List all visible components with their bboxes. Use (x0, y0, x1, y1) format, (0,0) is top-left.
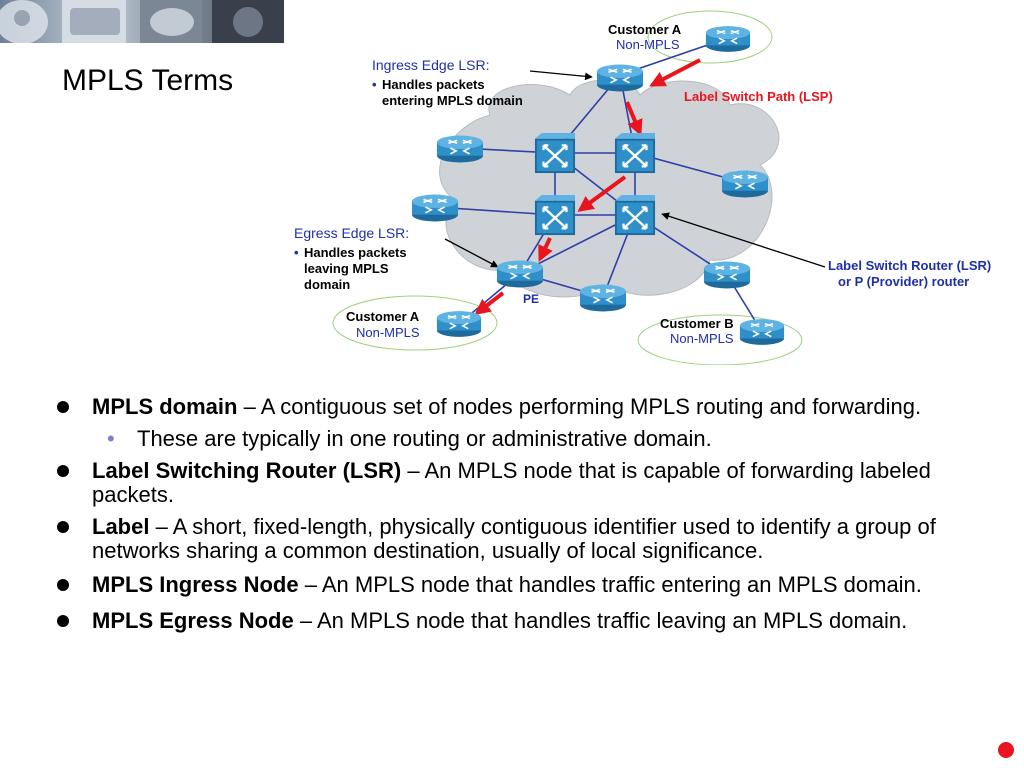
egress-label-line3: domain (304, 277, 350, 292)
list-item: MPLS domain – A contiguous set of nodes … (55, 395, 975, 419)
ingress-label-line2: entering MPLS domain (382, 93, 523, 108)
edge-router-icon (721, 169, 769, 199)
lsr-switch-icon (534, 132, 576, 174)
customer-a-top-router-icon (705, 25, 751, 53)
definition-ingress-node: – An MPLS node that handles traffic ente… (298, 572, 922, 597)
sub-bullet-icon: • (107, 426, 115, 451)
customer-a-bottom-name: Customer A (346, 309, 420, 324)
ingress-bullet-icon: • (372, 77, 377, 92)
term-lsr: Label Switching Router (LSR) (92, 458, 402, 483)
sub-bullet-text: These are typically in one routing or ad… (137, 426, 712, 451)
customer-a-bottom-router-icon (436, 310, 482, 338)
slide-title: MPLS Terms (62, 64, 234, 97)
lsp-label: Label Switch Path (LSP) (684, 89, 833, 104)
ingress-label-line1: Handles packets (382, 77, 485, 92)
egress-bullet-icon: • (294, 245, 299, 260)
ingress-edge-router-icon (596, 63, 644, 93)
customer-b-name: Customer B (660, 316, 734, 331)
ingress-label-title: Ingress Edge LSR: (372, 57, 490, 73)
lsr-label-line1: Label Switch Router (LSR) (828, 258, 991, 273)
edge-router-icon (703, 260, 751, 290)
definition-egress-node: – An MPLS node that handles traffic leav… (293, 608, 908, 633)
edge-router-icon (436, 134, 484, 164)
term-egress-node: MPLS Egress Node (92, 608, 294, 633)
lsr-callout-arrow (661, 212, 826, 268)
sub-list-item: • These are typically in one routing or … (55, 427, 975, 451)
bullet-icon (57, 615, 69, 627)
list-item: MPLS Ingress Node – An MPLS node that ha… (55, 571, 975, 599)
bullet-icon (57, 579, 69, 591)
ingress-callout-arrow (529, 70, 593, 81)
edge-router-icon (579, 283, 627, 313)
pe-label: PE (523, 292, 539, 306)
term-mpls-domain: MPLS domain (92, 394, 238, 419)
term-label: Label (92, 514, 150, 539)
egress-label-line1: Handles packets (304, 245, 407, 260)
banner-graphic (0, 0, 284, 43)
egress-callout-arrow (444, 238, 499, 268)
customer-a-bottom-type: Non-MPLS (356, 325, 420, 340)
egress-label-title: Egress Edge LSR: (294, 225, 409, 241)
list-item: Label Switching Router (LSR) – An MPLS n… (55, 459, 975, 507)
bullet-icon (57, 401, 69, 413)
egress-edge-router-icon (496, 259, 544, 289)
lsr-switch-icon (614, 194, 656, 236)
bullet-icon (57, 465, 69, 477)
mpls-network-diagram: Ingress Edge LSR: • Handles packets ente… (294, 10, 991, 365)
lsr-label-line2: or P (Provider) router (838, 274, 969, 289)
lsr-switch-icon (534, 194, 576, 236)
customer-b-router-icon (739, 318, 785, 346)
list-item: MPLS Egress Node – An MPLS node that han… (55, 607, 975, 635)
edge-router-icon (411, 193, 459, 223)
lsr-switch-icon (614, 132, 656, 174)
bullet-icon (57, 521, 69, 533)
customer-b-type: Non-MPLS (670, 331, 734, 346)
red-dot-marker (998, 742, 1014, 758)
list-item: Label – A short, fixed-length, physicall… (55, 515, 975, 563)
customer-a-top-type: Non-MPLS (616, 37, 680, 52)
term-ingress-node: MPLS Ingress Node (92, 572, 299, 597)
customer-a-top-name: Customer A (608, 22, 682, 37)
egress-label-line2: leaving MPLS (304, 261, 389, 276)
lsp-arrows (474, 58, 701, 315)
definition-lsr: – An MPLS node that is capable of forwar… (92, 458, 931, 507)
header-banner-image (0, 0, 284, 43)
definition-mpls-domain: – A contiguous set of nodes performing M… (237, 394, 922, 419)
definition-label: – A short, fixed-length, physically cont… (92, 514, 936, 563)
definitions-list: MPLS domain – A contiguous set of nodes … (55, 395, 975, 643)
